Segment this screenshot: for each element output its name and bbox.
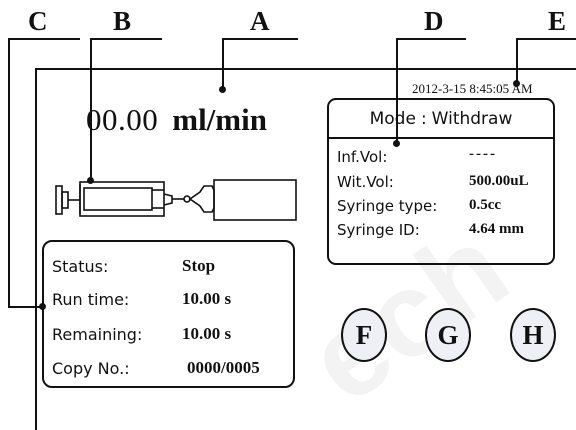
callout-label-c: C xyxy=(28,6,48,36)
syringe-type-value: 0.5cc xyxy=(469,197,502,213)
mode-separator: : xyxy=(420,109,427,129)
button-f[interactable]: F xyxy=(341,308,387,362)
callout-underline-d xyxy=(396,38,466,40)
copy-no-row: Copy No.: xyxy=(52,359,130,379)
callout-label-a: A xyxy=(250,6,270,36)
flow-rate-value: 00.00 xyxy=(86,102,159,137)
run-time-label: Run time: xyxy=(52,290,130,309)
inf-vol-value-wrap: ---- xyxy=(469,146,497,163)
syringe-id-value-wrap: 4.64 mm xyxy=(469,221,524,238)
remaining-value-wrap: 10.00 s xyxy=(182,324,231,344)
inf-vol-value: ---- xyxy=(469,146,497,162)
callout-label-b: B xyxy=(113,6,132,36)
leader-line-c xyxy=(8,38,10,308)
leader-dot-d xyxy=(393,140,400,147)
leader-dot-e xyxy=(513,80,520,87)
remaining-row: Remaining: xyxy=(52,325,142,345)
wit-vol-value-wrap: 500.00uL xyxy=(469,173,529,190)
copy-no-value-wrap: 0000/0005 xyxy=(187,358,260,378)
button-g[interactable]: G xyxy=(425,308,471,362)
mode-label: Mode xyxy=(369,109,416,129)
inf-vol-label: Inf.Vol: xyxy=(337,148,388,166)
copy-no-value: 0000/0005 xyxy=(187,358,260,377)
copy-no-label: Copy No.: xyxy=(52,359,130,378)
leader-line-a xyxy=(222,38,224,89)
screen-frame xyxy=(35,68,576,430)
leader-line-c-horizontal xyxy=(8,306,44,308)
callout-underline-c xyxy=(8,38,80,40)
button-h[interactable]: H xyxy=(510,308,556,362)
callout-underline-a xyxy=(222,38,298,40)
syringe-type-label: Syringe type: xyxy=(337,197,438,215)
wit-vol-label: Wit.Vol: xyxy=(337,173,394,191)
status-value-wrap: Stop xyxy=(182,256,215,276)
syringe-id-value: 4.64 mm xyxy=(469,221,524,237)
leader-dot-a xyxy=(219,86,226,93)
syringe-id-label: Syringe ID: xyxy=(337,221,420,239)
syringe-type-row: Syringe type: xyxy=(337,197,437,216)
callout-underline-b xyxy=(90,38,162,40)
run-time-row: Run time: xyxy=(52,290,129,310)
status-label: Status: xyxy=(52,257,109,276)
mode-panel: Mode:Withdraw Inf.Vol: ---- Wit.Vol: 500… xyxy=(327,98,555,265)
mode-header: Mode:Withdraw xyxy=(329,100,553,139)
leader-line-b xyxy=(90,38,92,181)
callout-label-d: D xyxy=(424,6,444,36)
frame-left-extension xyxy=(35,388,37,400)
callout-label-e: E xyxy=(548,6,567,36)
run-time-value-wrap: 10.00 s xyxy=(182,289,231,309)
leader-line-d xyxy=(396,38,398,144)
status-value: Stop xyxy=(182,256,216,275)
inf-vol-row: Inf.Vol: xyxy=(337,148,387,167)
timestamp: 2012-3-15 8:45:05 AM xyxy=(412,81,533,96)
leader-line-e xyxy=(516,38,518,84)
wit-vol-value: 500.00uL xyxy=(469,173,529,189)
leader-dot-b xyxy=(87,177,94,184)
remaining-label: Remaining: xyxy=(52,325,143,344)
syringe-type-value-wrap: 0.5cc xyxy=(469,197,501,214)
mode-value[interactable]: Withdraw xyxy=(431,109,513,129)
status-row: Status: xyxy=(52,257,108,277)
syringe-icon xyxy=(55,179,297,221)
run-time-value: 10.00 s xyxy=(182,289,232,308)
callout-underline-e xyxy=(516,38,576,40)
syringe-id-row: Syringe ID: xyxy=(337,221,420,240)
flow-rate-unit: ml/min xyxy=(172,102,267,137)
flow-rate-display: 00.00 ml/min xyxy=(86,104,267,135)
status-panel: Status: Stop Run time: 10.00 s Remaining… xyxy=(42,240,295,388)
remaining-value: 10.00 s xyxy=(182,324,232,343)
wit-vol-row: Wit.Vol: xyxy=(337,173,394,192)
